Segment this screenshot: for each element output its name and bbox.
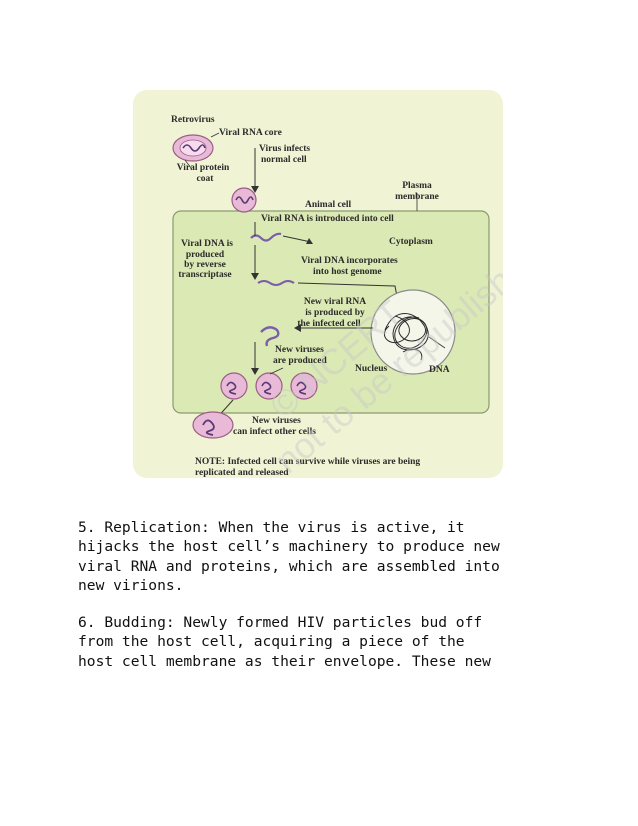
label-viral-protein-1: Viral protein [177,163,230,173]
label-retrovirus: Retrovirus [171,115,215,125]
paragraph-replication: 5. Replication: When the virus is active… [78,519,500,594]
label-viral-rna-core: Viral RNA core [219,128,282,138]
label-dna-produced-4: transcriptase [178,270,231,280]
label-dna-produced-2: produced [186,250,225,260]
label-new-rna-3: the infected cell [297,319,361,329]
label-note-2: replicated and released [195,468,289,478]
label-infect-others-2: can infect other cells [233,427,316,437]
label-note-1: NOTE: Infected cell can survive while vi… [195,457,420,467]
label-dna-produced-1: Viral DNA is [181,239,233,249]
retrovirus-diagram: Retrovirus Viral RNA core Virus infects … [133,90,503,478]
viral-dna-strand [257,280,295,286]
label-new-rna-1: New viral RNA [304,297,366,307]
new-viral-rna [260,326,280,347]
label-viral-protein-2: coat [197,174,215,184]
label-dna-incorporates-1: Viral DNA incorporates [301,256,398,266]
label-dna-produced-3: by reverse [184,260,226,270]
paragraph-budding: 6. Budding: Newly formed HIV particles b… [78,614,491,670]
label-new-viruses-1: New viruses [275,345,324,355]
new-virus-row [220,372,318,400]
label-nucleus: Nucleus [355,364,388,374]
label-virus-infects-1: Virus infects [259,144,310,154]
retrovirus-icon [172,134,214,162]
label-dna-incorporates-2: into host genome [313,267,382,277]
nucleus-icon [370,289,456,375]
label-rna-introduced: Viral RNA is introduced into cell [261,214,394,224]
label-animal-cell: Animal cell [305,200,352,210]
entering-virus-icon [231,187,257,213]
label-plasma-1: Plasma [402,181,432,191]
released-virus-icon [192,411,234,439]
viral-rna-strand [250,232,282,242]
label-plasma-2: membrane [395,192,439,202]
diagram-svg: Retrovirus Viral RNA core Virus infects … [171,115,503,478]
label-new-viruses-2: are produced [273,356,327,366]
label-dna: DNA [429,365,450,375]
label-virus-infects-2: normal cell [261,155,307,165]
label-infect-others-1: New viruses [252,416,301,426]
label-cytoplasm: Cytoplasm [389,237,433,247]
label-new-rna-2: is produced by [305,308,365,318]
